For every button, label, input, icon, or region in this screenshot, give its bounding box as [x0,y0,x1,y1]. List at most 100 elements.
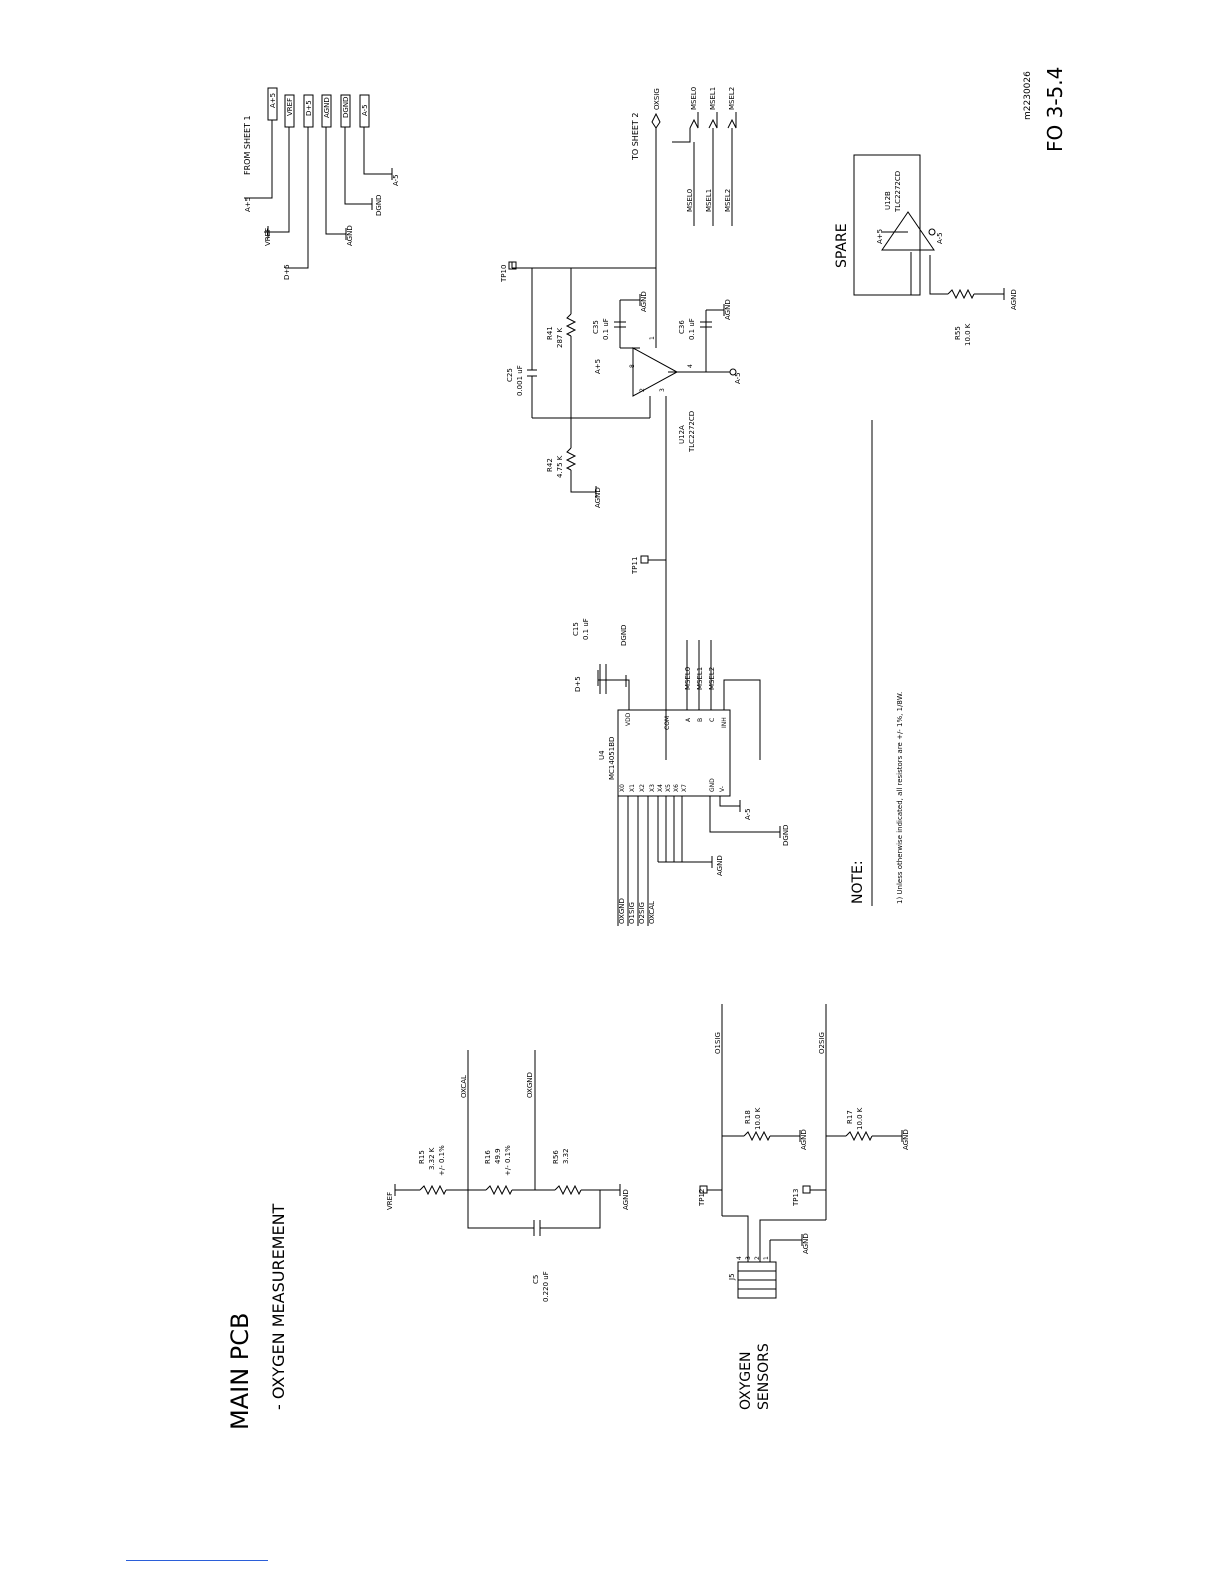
sensor-inputs [699,1004,903,1299]
r15-value: 3.32 K [428,1147,436,1170]
c36-value: 0.1 uF [688,318,696,340]
dgnd-u4: DGND [782,825,790,846]
schematic-wires [244,87,1005,1299]
u4-ref: U4 [598,750,606,760]
r16-tol: +/- 0.1% [504,1145,512,1176]
r42-ref: R42 [546,458,554,472]
vref-divider: VREF [386,1192,394,1210]
j5-pin1: 1 [763,1256,770,1260]
u4-x7: X7 [681,784,688,792]
r55-value: 10.0 K [964,323,972,346]
c25-value: 0.001 uF [516,365,524,396]
section-title: - OXYGEN MEASUREMENT [269,1203,288,1410]
u4-inh: INH [721,717,728,728]
u4-msel2: MSEL2 [708,667,716,690]
footer-link-underline[interactable] [126,1560,268,1561]
r42-value: 4.75 K [556,455,564,478]
u4-x2: X2 [639,784,646,792]
out-msel1: MSEL1 [709,87,717,110]
u4-msel1: MSEL1 [696,667,704,690]
r56-value: 3.32 [562,1148,570,1164]
u12a-ref: U12A [678,425,686,444]
spare-block [853,154,1005,300]
a-5-opamp: A-5 [734,372,742,384]
u12a-opamp [508,112,737,760]
u4-x3: X3 [649,784,656,792]
a5-spare: A+5 [876,229,884,244]
out-msel0: MSEL0 [690,87,698,110]
u4-gnd: GND [709,778,716,792]
u4-in-oxcal: OXCAL [648,901,656,924]
j5-pin4: 4 [736,1256,743,1260]
tp13-label: TP13 [792,1189,800,1207]
agnd-r17: AGND [902,1129,910,1150]
u4-x1: X1 [629,784,636,792]
c35-value: 0.1 uF [602,318,610,340]
u4-vdd: VDD [625,712,632,726]
u4-x4: X4 [657,784,664,792]
net-oxgnd: OXGND [526,1072,534,1098]
u4-msel0: MSEL0 [684,667,692,690]
u4-a: A [685,717,692,722]
r17-ref: R17 [846,1110,854,1124]
u12a-pin2: 2 [639,388,646,392]
port-dgnd: DGND [342,97,350,118]
u12b-ref: U12B [884,191,892,210]
u4-vminus: V- [719,786,726,792]
r41-value: 287 K [556,327,564,348]
board-title: MAIN PCB [226,1313,254,1430]
net-oxcal: OXCAL [460,1075,468,1098]
port-agnd: AGND [323,97,331,118]
port-d5: D+5 [305,100,313,116]
j5-ref: J5 [728,1273,736,1281]
u12a-pin8: 8 [629,364,636,368]
net-msel1: MSEL1 [705,189,713,212]
j5-pin2: 2 [754,1256,761,1260]
u4-com: COM [664,716,671,730]
note-heading: NOTE: [850,860,866,904]
c5-ref: C5 [532,1275,540,1284]
net-o2sig: O2SIG [818,1032,826,1054]
u4-part: MC14051BD [608,737,616,780]
net-agnd: AGND [346,225,354,246]
c15-value: 0.1 uF [582,618,590,640]
r55-ref: R55 [954,326,962,340]
note-text: 1) Unless otherwise indicated, all resis… [896,692,904,904]
agnd-r18: AGND [800,1129,808,1150]
c36-ref: C36 [678,320,686,334]
r18-ref: R18 [744,1110,752,1124]
u4-in-oxgnd: OXGND [618,898,626,924]
net-dgnd: DGND [375,195,383,216]
u12b-part: TLC2272CD [894,171,902,213]
r15-tol: +/- 0.1% [438,1145,446,1176]
schematic-labels: MAIN PCB - OXYGEN MEASUREMENT FROM SHEET… [226,67,1067,1430]
r15-ref: R15 [418,1150,426,1164]
reference-divider [394,1050,621,1236]
u12a-pin3: 3 [659,388,666,392]
agnd-c36: AGND [724,299,732,320]
u4-mux [597,640,781,926]
r41-ref: R41 [546,326,554,340]
from-sheet-label: FROM SHEET 1 [243,115,252,175]
power-ports-group [244,87,393,269]
agnd-j5: AGND [802,1233,810,1254]
a5-opamp: A+5 [594,359,602,374]
out-msel2: MSEL2 [728,87,736,110]
tp11-label: TP11 [631,557,639,575]
tp10-label: TP10 [500,265,508,283]
net-msel0: MSEL0 [686,189,694,212]
r18-value: 10.0 K [754,1107,762,1130]
u4-in-o2sig: O2SIG [638,902,646,924]
r16-ref: R16 [484,1150,492,1164]
c35-ref: C35 [592,320,600,334]
out-oxsig: OXSIG [653,88,661,110]
agnd-divider: AGND [622,1189,630,1210]
to-sheet-label: TO SHEET 2 [631,113,640,161]
agnd-spare: AGND [1010,289,1018,310]
sensors-label-2: SENSORS [756,1343,772,1410]
drawing-number: m2230026 [1023,71,1033,120]
net-msel2: MSEL2 [724,189,732,212]
u4-x0: X0 [619,784,626,792]
r16-value: 49.9 [494,1148,502,1164]
tp12-label: TP12 [698,1189,706,1207]
